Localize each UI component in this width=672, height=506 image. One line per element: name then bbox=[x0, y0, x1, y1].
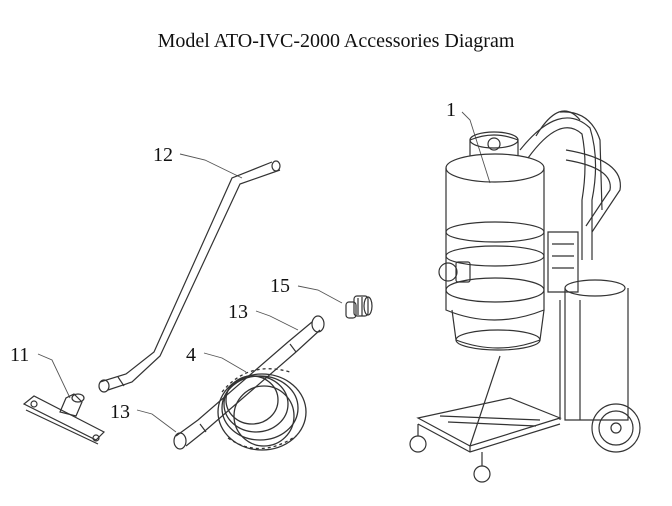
floor-tool-part-11 bbox=[24, 394, 104, 444]
callout-4: 4 bbox=[186, 344, 196, 366]
callout-11: 11 bbox=[10, 344, 30, 366]
callout-1: 1 bbox=[446, 99, 456, 121]
callout-12: 12 bbox=[153, 144, 173, 166]
hose-coil-part-4 bbox=[218, 369, 306, 450]
wand-part-12 bbox=[99, 161, 280, 392]
callout-15: 15 bbox=[270, 275, 290, 297]
diagram-title: Model ATO-IVC-2000 Accessories Diagram bbox=[157, 30, 515, 52]
leader-lines bbox=[38, 112, 490, 432]
adapter-part-15 bbox=[346, 296, 372, 318]
hose-tube-part-13 bbox=[174, 316, 324, 449]
callout-13-bottom: 13 bbox=[110, 401, 130, 423]
vacuum-unit-part-1 bbox=[410, 111, 640, 482]
callout-13-top: 13 bbox=[228, 301, 248, 323]
